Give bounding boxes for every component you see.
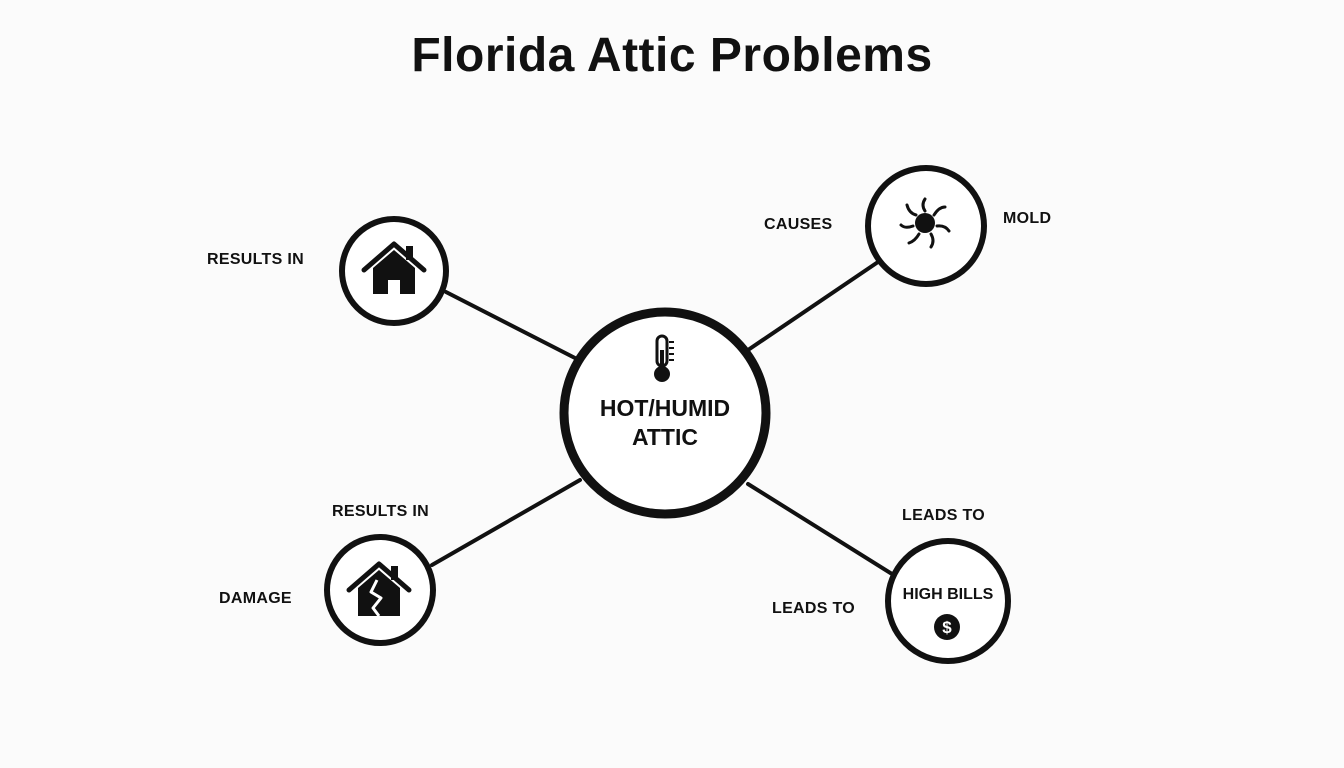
bills-label: HIGH BILLS [902,586,994,603]
mold-spore-icon [899,197,951,249]
connectors [430,260,894,576]
house-node[interactable] [339,216,449,326]
house-icon [361,241,427,294]
connector-damage [430,478,582,567]
damage-node[interactable] [324,534,436,646]
thermometer-icon [654,334,674,382]
damage-edge-label: RESULTS IN [332,503,429,520]
connector-bills [746,482,894,576]
center-node-label: HOT/HUMID ATTIC [565,394,765,452]
connector-mold [746,260,880,352]
center-label-line2: ATTIC [631,424,698,450]
cracked-house-icon [346,561,412,617]
dollar-symbol: $ [942,618,952,637]
damage-label: DAMAGE [219,590,292,607]
page-title: Florida Attic Problems [411,29,933,82]
bills-node[interactable]: $ [885,538,1011,664]
mold-label: MOLD [1003,210,1052,227]
house-edge-label: RESULTS IN [207,251,304,268]
bills-edge-label-left: LEADS TO [772,600,856,617]
bills-edge-label-top: LEADS TO [902,507,986,524]
mold-node[interactable] [865,165,987,287]
center-node[interactable] [559,307,771,519]
center-label-line1: HOT/HUMID [599,395,731,421]
dollar-icon: $ [934,614,960,640]
connector-house [444,290,577,360]
mold-edge-label: CAUSES [764,216,833,233]
